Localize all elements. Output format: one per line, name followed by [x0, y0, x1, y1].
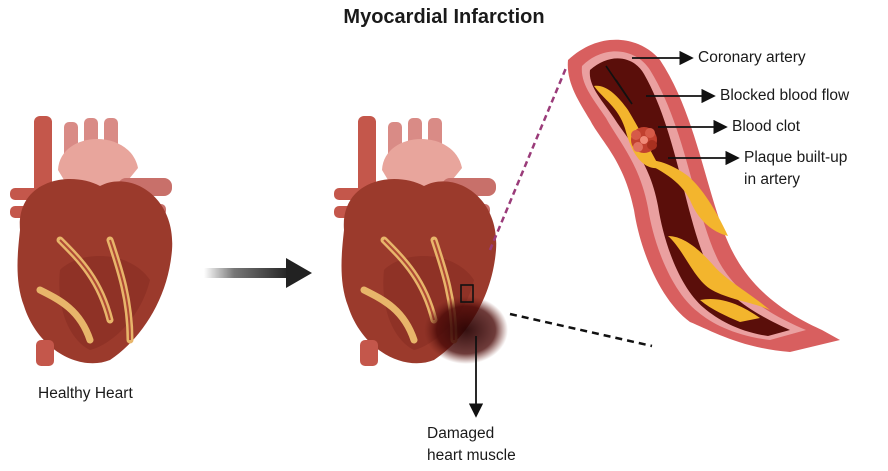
- damaged-heart-illustration: [334, 116, 508, 366]
- blocked-flow-label: Blocked blood flow: [720, 86, 849, 105]
- healthy-heart-label: Healthy Heart: [38, 384, 133, 403]
- healthy-heart-illustration: [10, 116, 172, 366]
- zoom-line-bottom: [510, 314, 652, 346]
- blood-clot: [631, 127, 657, 153]
- damaged-muscle-label-line1: Damaged: [427, 424, 494, 443]
- progression-arrow: [204, 258, 312, 288]
- zoom-line-top: [490, 68, 566, 250]
- blood-clot-label: Blood clot: [732, 117, 800, 136]
- damaged-muscle-label-line2: heart muscle: [427, 446, 516, 465]
- coronary-artery-label: Coronary artery: [698, 48, 806, 67]
- plaque-label-line2: in artery: [744, 170, 800, 189]
- infarct-region: [424, 296, 508, 364]
- plaque-label-line1: Plaque built-up: [744, 148, 847, 167]
